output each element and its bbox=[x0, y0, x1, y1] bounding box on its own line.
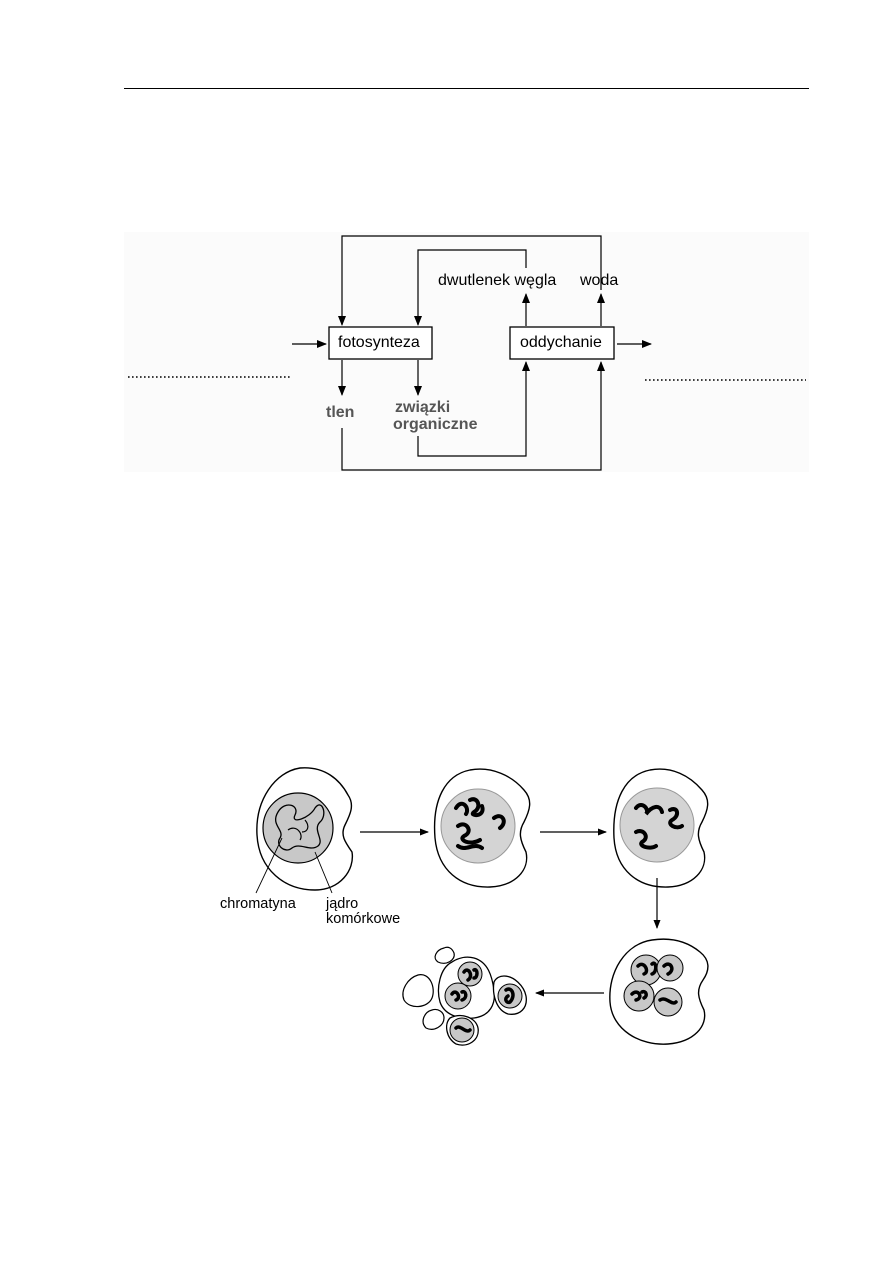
cycle-diagram-background bbox=[124, 232, 809, 472]
nucleus-label-line1: jądro bbox=[326, 896, 359, 912]
cell-stage-4 bbox=[609, 938, 709, 1045]
co2-loop-line bbox=[414, 249, 527, 326]
organic-label-line2: organiczne bbox=[393, 416, 478, 433]
organic-loop-line bbox=[417, 361, 530, 457]
cell-stage-3 bbox=[613, 768, 709, 888]
water-loop-line bbox=[338, 235, 602, 326]
cell-stage-5 bbox=[402, 946, 527, 1046]
respiration-box bbox=[509, 326, 615, 360]
chromatin-label: chromatyna bbox=[220, 896, 296, 912]
co2-label: dwutlenek węgla bbox=[438, 272, 557, 289]
photosynthesis-label: fotosynteza bbox=[338, 334, 420, 351]
cell-stage-2 bbox=[433, 768, 531, 888]
nucleus-label-line2: komórkowe bbox=[326, 911, 401, 927]
oxygen-label: tlen bbox=[326, 404, 355, 421]
photosynthesis-box bbox=[328, 326, 433, 360]
respiration-label: oddychanie bbox=[520, 334, 602, 351]
water-label: woda bbox=[580, 272, 619, 289]
oxygen-loop-line bbox=[341, 361, 605, 471]
organic-label-line1: związki bbox=[395, 399, 451, 416]
header-rule bbox=[124, 88, 809, 89]
cell-stage-1 bbox=[255, 767, 354, 894]
